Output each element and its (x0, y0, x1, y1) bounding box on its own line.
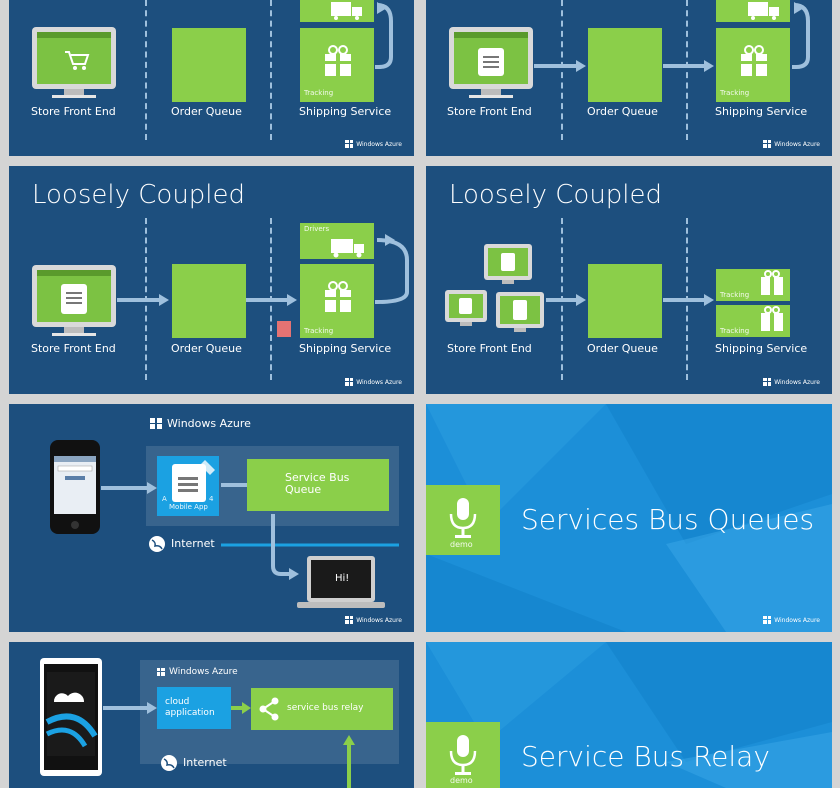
windows-icon (345, 378, 353, 386)
background-facets (426, 642, 832, 788)
windows-icon (345, 140, 353, 148)
gift-icon (325, 281, 351, 312)
diagram-art (50, 440, 399, 608)
windows-azure-heading: Windows Azure (150, 417, 251, 430)
divider (270, 0, 272, 140)
microphone-icon (449, 735, 477, 775)
slide-title: Loosely Coupled (449, 180, 663, 210)
windows-azure-logo: Windows Azure (763, 616, 820, 624)
internet-label: Internet (183, 756, 227, 769)
service-bus-queue-box (247, 459, 389, 511)
windows-icon (345, 616, 353, 624)
store-monitor-icon (449, 2, 810, 98)
slide-6[interactable]: demo Services Bus Queues Windows Azure (426, 404, 832, 632)
tracking-label: Tracking (720, 89, 750, 97)
store-front-end-label: Store Front End (31, 105, 116, 118)
windows-azure-heading: Windows Azure (157, 667, 238, 677)
mobile-service-label-b: 4 (209, 495, 214, 503)
slide-3[interactable]: Loosely Coupled Drivers Tracking Store F… (9, 166, 414, 394)
tracking-label: Tracking (304, 327, 334, 335)
store-monitor-icon (32, 234, 409, 336)
mobile-app-label: Mobile App (169, 503, 208, 511)
shipping-service-label: Shipping Service (715, 342, 808, 355)
error-badge-icon (277, 321, 291, 337)
divider (145, 0, 147, 140)
slide-7[interactable]: Windows Azure cloud application service … (9, 642, 414, 788)
windows-icon (763, 140, 771, 148)
service-bus-relay-box (251, 688, 393, 730)
store-front-end-label: Store Front End (447, 105, 532, 118)
gift-icons (761, 270, 783, 331)
internet-label: Internet (171, 537, 215, 550)
store-monitors-icon (445, 244, 714, 332)
tracking-label: Tracking (304, 89, 334, 97)
windows-icon (763, 616, 771, 624)
truck-icon (331, 239, 364, 258)
order-queue-box (588, 28, 662, 102)
windows-icon (763, 378, 771, 386)
slide-title: Service Bus Relay (521, 740, 770, 773)
slide-5[interactable]: Windows Azure A 4 Mobile App (9, 404, 414, 632)
order-queue-box (172, 28, 246, 102)
background-facets (426, 404, 832, 632)
windows-icon (157, 668, 165, 676)
windows-azure-logo: Windows Azure (763, 140, 820, 148)
diagram-art (40, 658, 355, 788)
shipping-service-label: Shipping Service (715, 105, 808, 118)
store-monitor-icon (32, 2, 393, 98)
divider (686, 0, 688, 140)
slide-2[interactable]: Tracking Store Front End Order Queue Shi… (426, 0, 832, 156)
demo-label: demo (450, 540, 473, 549)
windows-azure-logo: Windows Azure (345, 140, 402, 148)
truck-icon (748, 2, 779, 20)
truck-icon (331, 2, 362, 20)
service-bus-relay-label: service bus relay (287, 703, 364, 713)
order-queue-box (172, 264, 246, 338)
shipping-service-label: Shipping Service (299, 342, 392, 355)
shipping-service-label: Shipping Service (299, 105, 392, 118)
cloud-application-box (157, 687, 231, 729)
order-queue-label: Order Queue (587, 105, 658, 118)
service-bus-queue-label: Service Bus Queue (285, 471, 350, 496)
divider (561, 0, 563, 140)
slide-title: Loosely Coupled (32, 180, 246, 210)
demo-label: demo (450, 776, 473, 785)
windows-azure-logo: Windows Azure (763, 378, 820, 386)
store-front-end-label: Store Front End (31, 342, 116, 355)
windows-azure-logo: Windows Azure (345, 616, 402, 624)
laptop-screen-text: Hi! (335, 573, 350, 584)
order-queue-label: Order Queue (171, 105, 242, 118)
tracking-label: Tracking (720, 327, 750, 335)
mobile-service-label-a: A (162, 495, 167, 503)
share-icon (259, 697, 279, 721)
order-queue-label: Order Queue (171, 342, 242, 355)
tracking-label: Tracking (720, 291, 750, 299)
gift-icon (741, 45, 767, 76)
slide-8[interactable]: demo Service Bus Relay (426, 642, 832, 788)
store-front-end-label: Store Front End (447, 342, 532, 355)
windows-icon (150, 417, 162, 430)
gift-icon (325, 45, 351, 76)
order-queue-label: Order Queue (587, 342, 658, 355)
slide-4[interactable]: Loosely Coupled Tracking Tracking Store … (426, 166, 832, 394)
slide-1[interactable]: Tracking Store Front End Order Queue Shi… (9, 0, 414, 156)
drivers-label: Drivers (304, 225, 330, 233)
windows-azure-logo: Windows Azure (345, 378, 402, 386)
slide-title: Services Bus Queues (521, 503, 815, 536)
microphone-icon (449, 498, 477, 538)
order-queue-box (588, 264, 662, 338)
cloud-application-label: cloud application (165, 697, 215, 718)
